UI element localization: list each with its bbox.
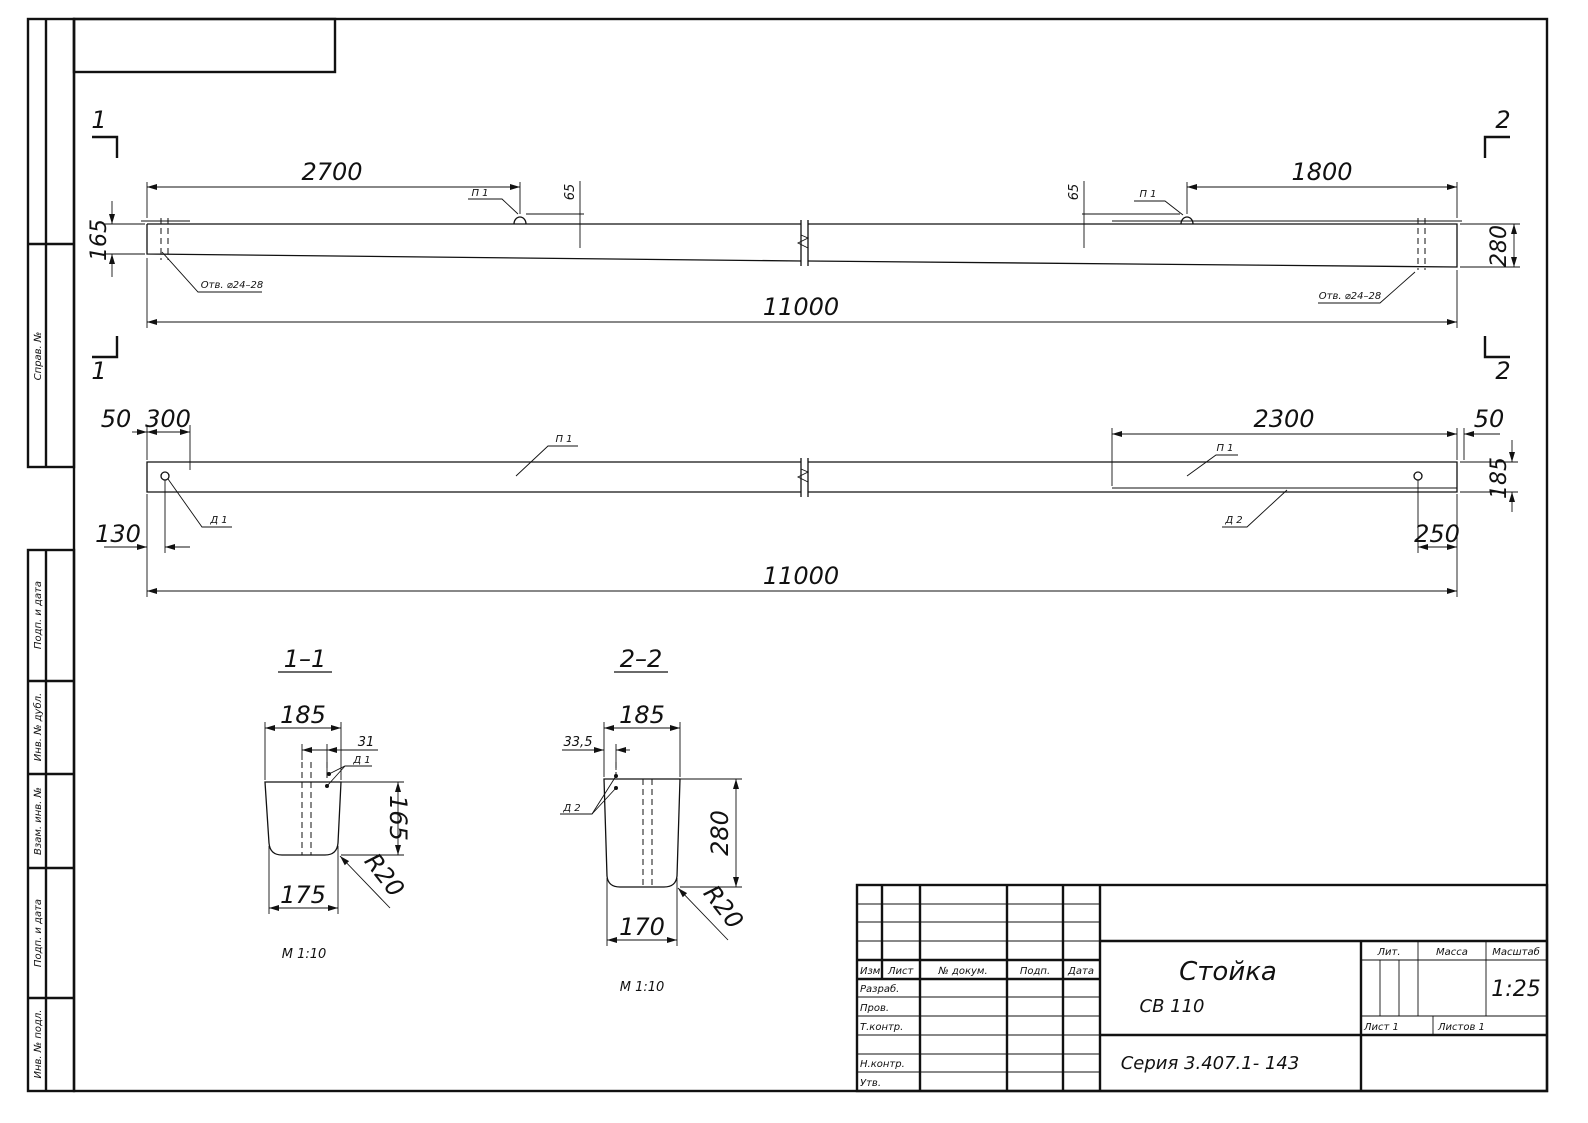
beam-elevation-outline bbox=[146, 223, 1458, 268]
tb-data: Дата bbox=[1067, 966, 1094, 977]
dim-185-plan: 185 bbox=[1487, 457, 1512, 499]
lifting-loop-right bbox=[1180, 216, 1194, 225]
stamp-inv-dubl: Инв. № дубл. bbox=[32, 693, 44, 761]
sec2-scale: М 1:10 bbox=[620, 980, 665, 995]
leader-hole-right: Отв. ⌀24–28 bbox=[1319, 291, 1381, 302]
elevation-view: 2700 1800 65 65 П 1 П 1 165 280 Отв. ⌀24… bbox=[87, 106, 1520, 385]
tb-sheets: Листов 1 bbox=[1437, 1022, 1485, 1033]
leader-p1-left: П 1 bbox=[471, 188, 488, 199]
leader-hole-left: Отв. ⌀24–28 bbox=[201, 280, 263, 291]
tb-lit-label: Лит. bbox=[1376, 947, 1400, 958]
svg-text:1: 1 bbox=[91, 106, 106, 134]
title-block: Изм. Лист № докум. Подп. Дата Разраб. Пр… bbox=[855, 883, 1549, 1093]
tb-utv: Утв. bbox=[860, 1078, 881, 1089]
sec2-r20: R20 bbox=[698, 880, 749, 934]
stamp-inv-podl: Инв. № подл. bbox=[33, 1010, 44, 1079]
sec2-dim-185: 185 bbox=[619, 701, 665, 729]
tb-dokum: № докум. bbox=[937, 966, 987, 977]
sec2-dim-335: 33,5 bbox=[564, 735, 593, 750]
dim-130: 130 bbox=[95, 520, 141, 548]
leader-d2-plan: Д 2 bbox=[1224, 515, 1242, 526]
sec2-dim-280: 280 bbox=[706, 810, 734, 856]
svg-text:2: 2 bbox=[1495, 357, 1510, 385]
dim-50-left: 50 bbox=[101, 405, 132, 433]
tb-code: СВ 110 bbox=[1140, 996, 1205, 1017]
section-1-1-profile bbox=[264, 781, 342, 856]
tb-series: Серия 3.407.1- 143 bbox=[1121, 1053, 1300, 1074]
tb-scale: 1:25 bbox=[1491, 977, 1540, 1002]
tb-name: Стойка bbox=[1179, 957, 1277, 987]
side-stamp: Справ. № Подп. и дата Инв. № дубл. Взам.… bbox=[26, 17, 76, 1093]
stamp-podp-data-1: Подп. и дата bbox=[33, 581, 44, 649]
tb-razrab: Разраб. bbox=[860, 983, 899, 995]
leader-p1-plan-left: П 1 bbox=[555, 434, 572, 445]
plan-view: 50 300 2300 50 185 130 250 11000 П 1 bbox=[95, 405, 1518, 597]
dim-65-right: 65 bbox=[1067, 184, 1082, 201]
tb-massa-label: Масса bbox=[1436, 947, 1468, 958]
section-mark-1: 1 1 bbox=[91, 106, 119, 385]
tb-sheet: Лист 1 bbox=[1363, 1022, 1399, 1033]
leader-d1-plan: Д 1 bbox=[209, 515, 227, 526]
svg-text:1: 1 bbox=[91, 357, 106, 385]
tb-podp: Подп. bbox=[1020, 966, 1050, 977]
sec1-dim-31: 31 bbox=[358, 735, 375, 750]
leader-p1-right: П 1 bbox=[1139, 189, 1156, 200]
beam-plan-outline bbox=[146, 461, 1458, 493]
sec2-leader-d2: Д 2 bbox=[562, 803, 580, 814]
bolt-hole-left bbox=[160, 471, 170, 481]
tb-list: Лист bbox=[887, 966, 915, 977]
sec1-leader-d1: Д 1 bbox=[352, 755, 370, 766]
dim-300: 300 bbox=[145, 405, 191, 433]
dim-11000-elev: 11000 bbox=[763, 293, 839, 321]
tb-tkontr: Т.контр. bbox=[860, 1022, 903, 1033]
dim-2300: 2300 bbox=[1253, 405, 1314, 433]
tb-izm: Изм. bbox=[860, 966, 884, 977]
dim-50-right: 50 bbox=[1474, 405, 1505, 433]
dim-280-elev: 280 bbox=[1487, 225, 1512, 267]
dim-65-left: 65 bbox=[563, 184, 578, 201]
stamp-sprav: Справ. № bbox=[33, 332, 44, 381]
stamp-vzam-inv: Взам. инв. № bbox=[33, 787, 44, 855]
section-1-1-title: 1–1 bbox=[284, 645, 327, 673]
section-mark-2: 2 2 bbox=[1483, 106, 1511, 385]
sec1-dim-165: 165 bbox=[384, 795, 412, 841]
bolt-hole-right bbox=[1413, 471, 1423, 481]
dim-2700: 2700 bbox=[301, 158, 362, 186]
stamp-podp-data-2: Подп. и дата bbox=[33, 899, 44, 967]
section-2-2-title: 2–2 bbox=[620, 645, 663, 673]
dim-1800: 1800 bbox=[1291, 158, 1352, 186]
tb-masshtab-label: Масштаб bbox=[1492, 946, 1540, 958]
dim-250: 250 bbox=[1414, 520, 1460, 548]
leader-p1-plan-right: П 1 bbox=[1216, 443, 1233, 454]
dim-165-elev: 165 bbox=[87, 219, 112, 261]
sec1-dim-175: 175 bbox=[280, 881, 326, 909]
dim-11000-plan: 11000 bbox=[763, 562, 839, 590]
svg-text:2: 2 bbox=[1495, 106, 1510, 134]
lifting-loop-left bbox=[513, 216, 527, 225]
tb-nkontr: Н.контр. bbox=[860, 1059, 905, 1070]
sec1-scale: М 1:10 bbox=[282, 947, 327, 962]
section-1-1: 1–1 185 31 Д 1 165 175 R20 bbox=[264, 645, 412, 962]
sec1-r20: R20 bbox=[359, 848, 410, 902]
sec2-dim-170: 170 bbox=[619, 913, 665, 941]
section-2-2-profile bbox=[603, 778, 681, 888]
section-2-2: 2–2 185 33,5 Д 2 280 170 R20 М 1 bbox=[560, 645, 749, 995]
tb-prov: Пров. bbox=[860, 1003, 889, 1014]
sec1-dim-185: 185 bbox=[280, 701, 326, 729]
